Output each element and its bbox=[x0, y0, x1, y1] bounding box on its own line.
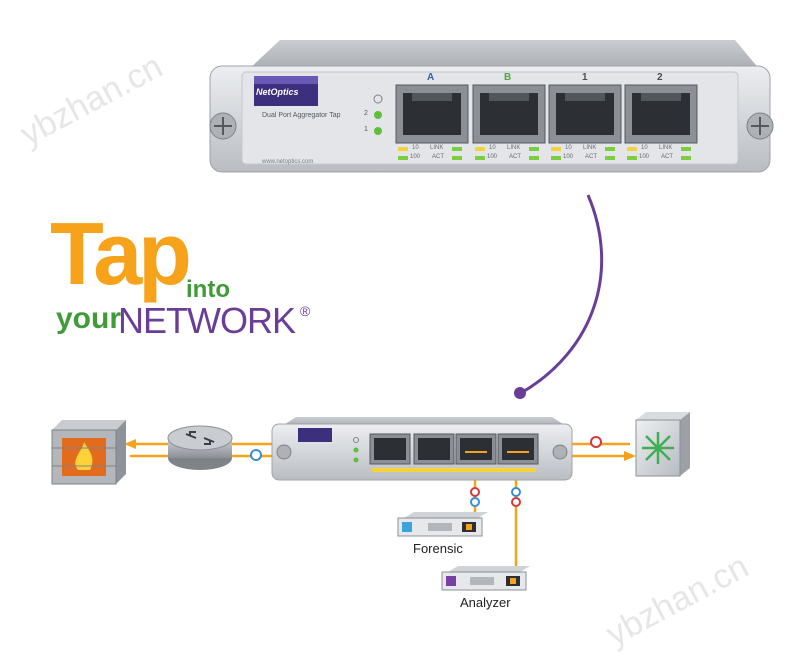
footer-url: www.netoptics.com bbox=[262, 159, 314, 165]
screw-icon bbox=[552, 444, 568, 460]
port-led-strips bbox=[398, 147, 691, 160]
led-status-2-top: 10 bbox=[641, 145, 648, 151]
led-status-1-top: 10 bbox=[565, 145, 572, 151]
screw-icon bbox=[276, 444, 292, 460]
led-port-2 bbox=[374, 111, 382, 119]
port-2 bbox=[624, 84, 698, 144]
model-label: Dual Port Aggregator Tap bbox=[262, 112, 341, 119]
tap-device-small bbox=[271, 417, 573, 481]
forensic-device-icon bbox=[397, 512, 488, 537]
led-status-b-top: 10 bbox=[489, 145, 496, 151]
firewall-icon bbox=[51, 420, 126, 485]
led-status-a-top2: LINK bbox=[430, 145, 444, 151]
led-port-1 bbox=[374, 127, 382, 135]
forensic-label: Forensic bbox=[413, 541, 463, 556]
port-label-1: 1 bbox=[582, 72, 588, 83]
led-status-1-bottom: 100 bbox=[563, 154, 574, 160]
device-top-panel bbox=[248, 40, 760, 70]
brand-logo-text: NetOptics bbox=[256, 87, 299, 97]
port-1 bbox=[548, 84, 622, 144]
slogan-into: into bbox=[186, 276, 230, 303]
port-label-a: A bbox=[427, 72, 435, 83]
led-status-a-bottom: 100 bbox=[410, 154, 421, 160]
led-label-1: 1 bbox=[364, 126, 368, 133]
analyzer-label: Analyzer bbox=[460, 595, 511, 610]
led-status-1-bottom2: ACT bbox=[585, 154, 597, 160]
registered-mark: ® bbox=[300, 303, 311, 319]
diagram-graphics bbox=[51, 40, 774, 591]
led-status-2-bottom: 100 bbox=[639, 154, 650, 160]
router-icon bbox=[167, 425, 233, 470]
link-marker-blue bbox=[250, 449, 262, 461]
callout-curve bbox=[520, 194, 604, 395]
led-label-2: 2 bbox=[364, 110, 368, 117]
led-status-a-bottom2: ACT bbox=[432, 154, 444, 160]
led-status-b-bottom: 100 bbox=[487, 154, 498, 160]
link-marker-red bbox=[590, 436, 602, 448]
port-label-2: 2 bbox=[657, 72, 663, 83]
led-status-2-top2: LINK bbox=[659, 145, 673, 151]
port-label-b: B bbox=[504, 72, 512, 83]
port-a bbox=[395, 84, 469, 144]
led-status-2-bottom2: ACT bbox=[661, 154, 673, 160]
led-status-a-top: 10 bbox=[412, 145, 419, 151]
slogan-tap: Tap bbox=[50, 204, 192, 303]
slogan-your: your bbox=[56, 302, 122, 335]
led-status-b-top2: LINK bbox=[507, 145, 521, 151]
callout-dot bbox=[514, 387, 526, 399]
tap-device-large bbox=[209, 40, 774, 173]
diagram-canvas: ybzhan.cn ybzhan.cn NetOptics Dual Port … bbox=[14, 40, 774, 654]
port-b bbox=[472, 84, 546, 144]
arrow-to-firewall bbox=[124, 439, 136, 449]
led-status-b-bottom2: ACT bbox=[509, 154, 521, 160]
switch-icon bbox=[635, 412, 690, 477]
screw-icon-left bbox=[209, 112, 237, 140]
screw-icon-right bbox=[746, 112, 774, 140]
arrow-to-switch bbox=[624, 451, 636, 461]
led-status-1-top2: LINK bbox=[583, 145, 597, 151]
netoptics-logo-small bbox=[298, 428, 332, 442]
slogan-network: NETWORK bbox=[118, 300, 296, 341]
led-power bbox=[373, 94, 383, 104]
analyzer-device-icon bbox=[441, 566, 530, 591]
